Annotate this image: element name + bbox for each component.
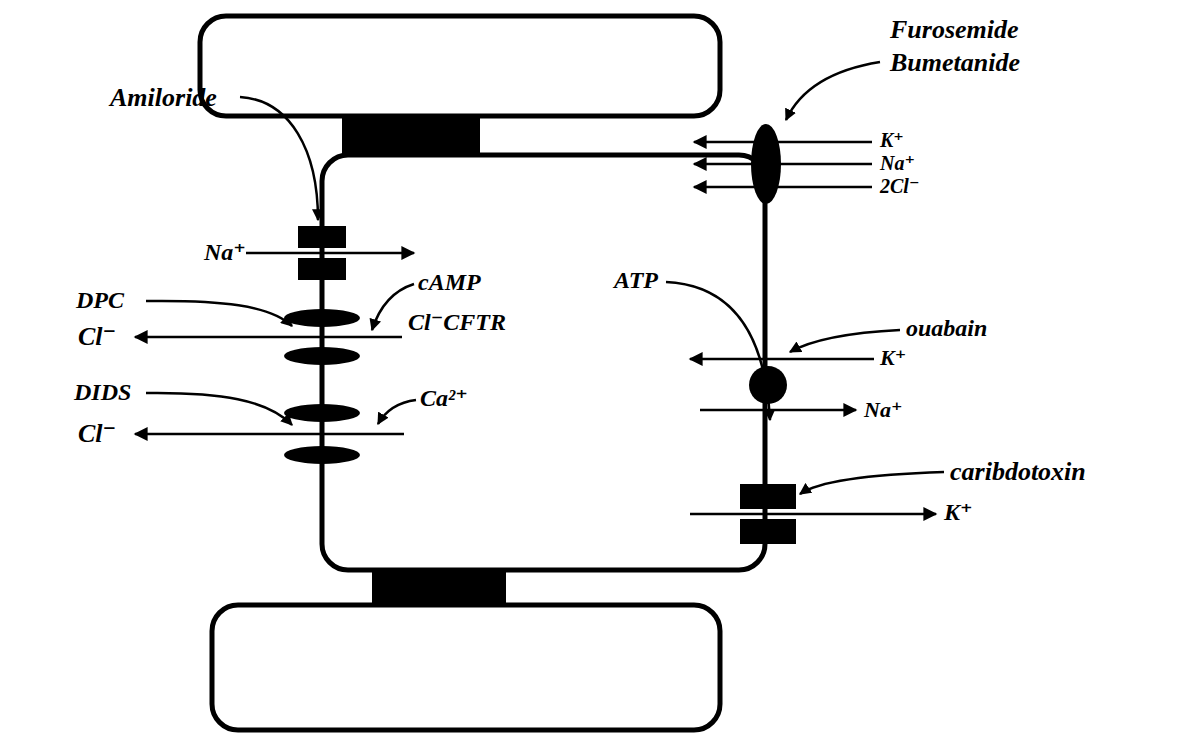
leader-arrow xyxy=(786,62,880,120)
upper-cell xyxy=(200,16,720,116)
label: cAMP xyxy=(418,270,481,295)
label: Cl⁻ xyxy=(78,420,116,447)
label: Na⁺ xyxy=(880,153,915,174)
cl-flux-arrow xyxy=(135,336,402,339)
label: ATP xyxy=(614,268,658,293)
k-flux-arrow xyxy=(690,358,874,361)
cl-flux-arrow xyxy=(135,433,404,436)
cells xyxy=(200,16,765,730)
cacc-channel xyxy=(284,446,360,464)
k-flux-arrow xyxy=(694,141,872,144)
label: Ca²⁺ xyxy=(420,386,468,411)
leader-arrow xyxy=(240,97,318,220)
na-channel xyxy=(298,226,346,248)
na-flux-arrow xyxy=(694,163,872,166)
nkcc-cotransporter xyxy=(751,124,781,204)
cftr-channel xyxy=(284,309,360,327)
tight-junction xyxy=(372,570,506,605)
tight-junction xyxy=(342,117,480,155)
label: K⁺ xyxy=(944,500,973,525)
cl-flux-arrow xyxy=(694,186,872,189)
label: DPC xyxy=(76,288,124,313)
label: Amiloride xyxy=(110,84,217,111)
label: caribdotoxin xyxy=(950,458,1086,485)
label: K⁺ xyxy=(880,346,906,369)
leader-arrow xyxy=(146,301,292,326)
leader-arrow xyxy=(666,282,770,420)
leader-arrow xyxy=(378,400,416,424)
k-channel xyxy=(740,519,796,544)
leader-arrow xyxy=(800,472,944,494)
k-flux-arrow xyxy=(690,513,936,516)
label: ouabain xyxy=(906,316,987,341)
cftr-channel xyxy=(284,347,360,365)
na-channel xyxy=(298,258,346,280)
na-flux-arrow xyxy=(700,409,856,412)
label: K⁺ xyxy=(880,130,904,151)
leader-arrow xyxy=(146,393,292,425)
label: DIDS xyxy=(74,380,131,405)
lower-cell xyxy=(212,605,720,730)
leader-arrow xyxy=(372,284,414,330)
label: Cl⁻CFTR xyxy=(408,310,506,335)
label: 2Cl⁻ xyxy=(880,176,919,197)
label: Na⁺ xyxy=(204,240,246,265)
k-channel xyxy=(740,484,796,509)
label: Cl⁻ xyxy=(78,323,116,350)
na-flux-arrow xyxy=(246,252,414,255)
cacc-channel xyxy=(284,404,360,422)
label: Na⁺ xyxy=(864,398,903,421)
label: Furosemide Bumetanide xyxy=(890,14,1060,79)
main-cell xyxy=(322,155,765,570)
